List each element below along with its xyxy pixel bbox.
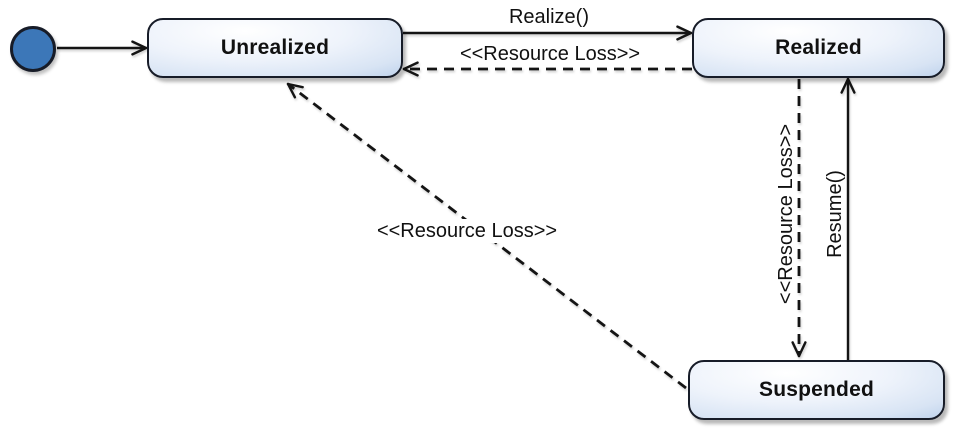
arrowhead-initial-to-unrealized	[131, 46, 148, 56]
transition-label-resource-loss-diagonal: <<Resource Loss>>	[370, 219, 564, 243]
arrowhead-suspended-to-realized	[840, 77, 850, 94]
arrowhead-unrealized-to-realized	[676, 31, 693, 41]
transition-label-resource-loss-top: <<Resource Loss>>	[459, 43, 641, 65]
state-label-unrealized: Unrealized	[220, 36, 330, 59]
arrowhead-realized-to-suspended	[797, 341, 807, 358]
state-node-unrealized[interactable]: Unrealized	[147, 18, 403, 78]
arrowhead-initial-to-unrealized	[131, 40, 148, 50]
transition-label-resume: Resume()	[824, 170, 846, 258]
arrowhead-suspended-to-unrealized	[286, 82, 304, 89]
state-node-suspended[interactable]: Suspended	[688, 360, 945, 420]
arrowhead-realized-to-unrealized	[402, 61, 419, 71]
transition-suspended-to-unrealized	[287, 82, 687, 390]
arrowhead-realized-to-suspended	[791, 341, 801, 358]
arrowhead-suspended-to-unrealized	[286, 82, 297, 99]
state-label-realized: Realized	[775, 36, 862, 59]
state-node-realized[interactable]: Realized	[692, 18, 945, 78]
state-label-suspended: Suspended	[759, 378, 874, 401]
arrowhead-unrealized-to-realized	[676, 25, 693, 35]
transition-label-realize: Realize()	[508, 6, 590, 28]
transition-label-resource-loss-vertical: <<Resource Loss>>	[775, 123, 797, 305]
arrowhead-realized-to-unrealized	[402, 67, 419, 77]
initial-state-node[interactable]	[10, 26, 56, 72]
arrowhead-suspended-to-realized	[846, 77, 856, 94]
